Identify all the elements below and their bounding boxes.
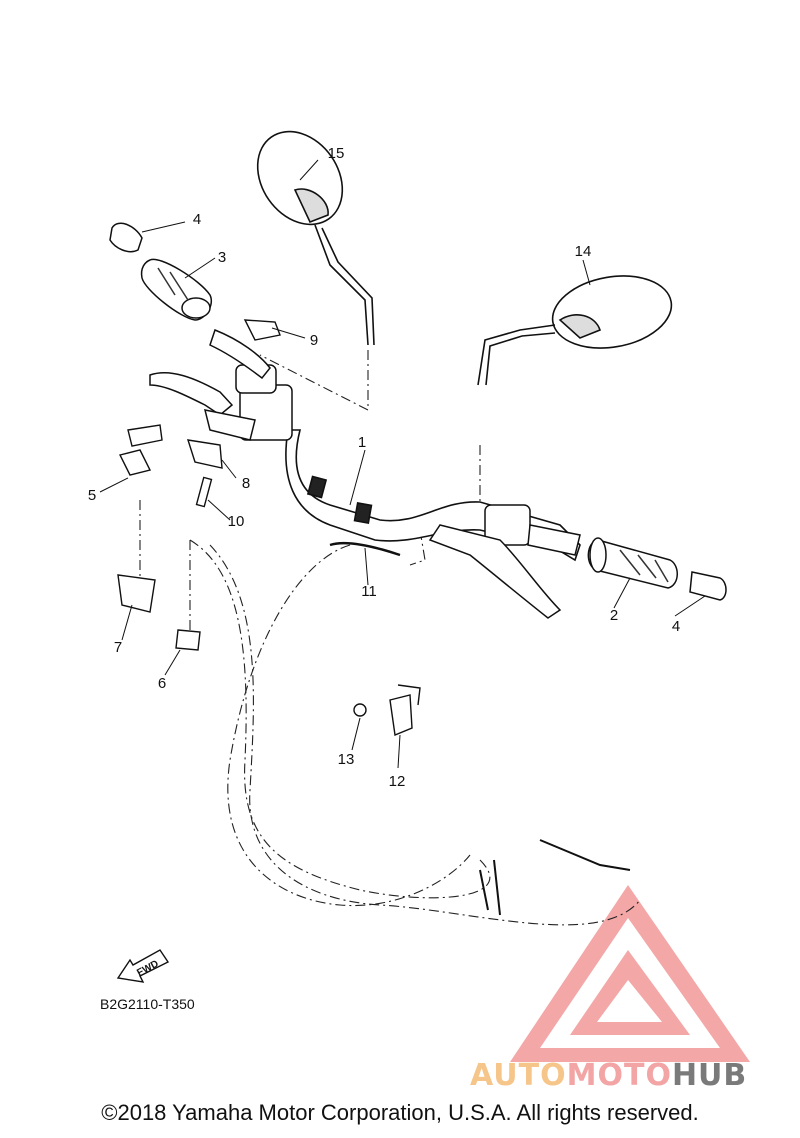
part-label: 8: [242, 475, 250, 492]
mirror-left: [256, 130, 375, 346]
fwd-arrow: FWD: [116, 949, 170, 983]
part-label: 4: [672, 618, 680, 635]
part-labels: 1 2 3 4 4 5 6 7 8 9 10 11 12 13 14 15: [88, 145, 680, 790]
part-label: 11: [361, 583, 377, 600]
watermark-auto: AUTO: [470, 1058, 567, 1093]
part-label: 7: [114, 639, 122, 656]
part-label: 2: [610, 607, 618, 624]
part-label: 4: [193, 211, 201, 228]
part-label: 14: [575, 243, 592, 260]
part-label: 13: [338, 751, 355, 768]
right-lever-assembly: [428, 504, 581, 619]
part-label: 12: [389, 773, 406, 790]
part-label: 9: [310, 332, 318, 349]
right-grip: [587, 537, 727, 601]
part-label: 1: [358, 434, 366, 451]
cable-routes: [139, 350, 641, 926]
part-label: 3: [218, 249, 226, 266]
left-grip: [109, 222, 212, 321]
part-label: 6: [158, 675, 166, 692]
leader-lines: [99, 159, 706, 769]
part-label: 5: [88, 487, 96, 504]
watermark-moto: MOTO: [566, 1058, 672, 1093]
watermark-hub: HUB: [671, 1058, 748, 1093]
watermark-logo: [510, 885, 750, 1062]
part-label: 15: [328, 145, 345, 162]
mirror-right: [477, 275, 673, 386]
left-switch-assembly: [149, 329, 293, 441]
part-label: 10: [228, 513, 245, 530]
diagram-code: B2G2110-T350: [100, 996, 195, 1012]
watermark-text: AUTOMOTOHUB: [470, 1058, 747, 1093]
small-parts: [117, 319, 631, 916]
copyright-text: ©2018 Yamaha Motor Corporation, U.S.A. A…: [101, 1100, 699, 1125]
